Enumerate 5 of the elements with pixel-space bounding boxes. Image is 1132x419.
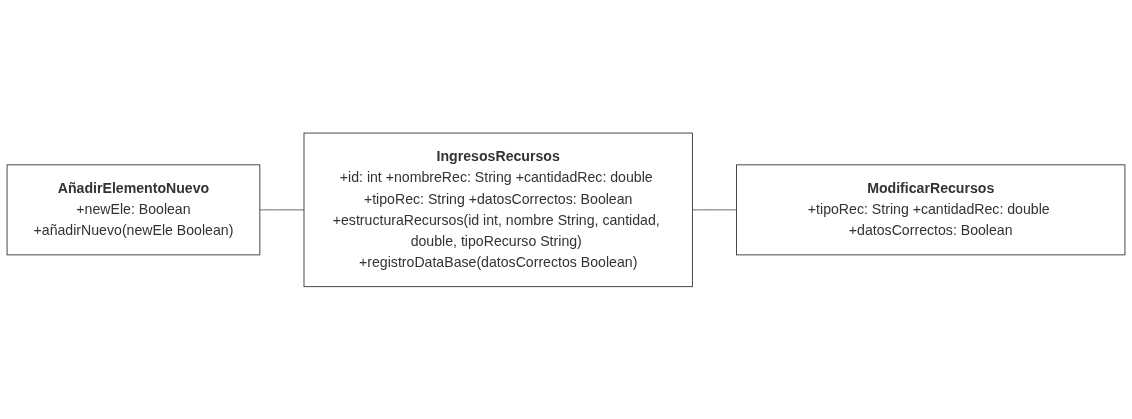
connector — [259, 209, 305, 210]
connector — [691, 209, 737, 210]
node-box: IngresosRecursos +id: int +nombreRec: String +cantidadRec: double +tipoRec: String +datosCorrectos: Boolean +estructuraRecursos(id int, nombre String, cantidad, double, tipoRecurso String) +registroDataBase(datosCorrectos Boolean) — [303, 132, 693, 287]
node-box: AñadirElementoNuevo +newEle: Boolean +añadirNuevo(newEle Boolean) — [6, 164, 261, 255]
node-box: ModificarRecursos +tipoRec: String +cantidadRec: double +datosCorrectos: Boolean — [736, 164, 1126, 255]
